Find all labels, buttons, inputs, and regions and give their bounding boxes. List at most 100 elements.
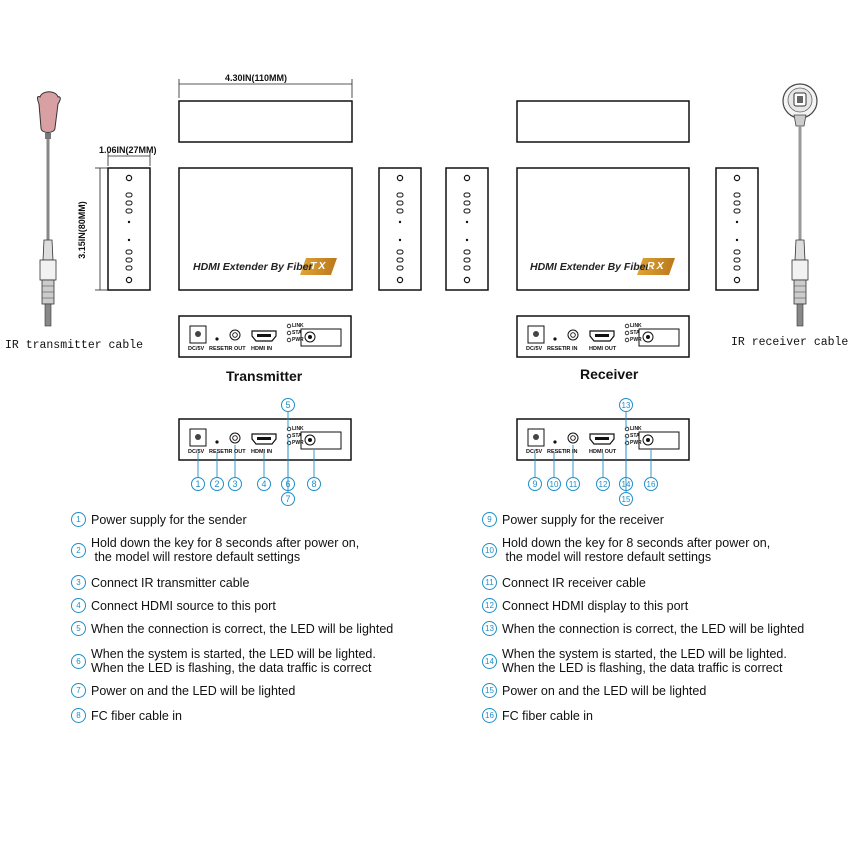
callout-9: 9 [528,477,542,491]
side-view [715,167,759,291]
svg-text:12: 12 [599,480,608,489]
depth-dimension [107,151,151,166]
tx-description-2: 2 Hold down the key for 8 seconds after p… [71,536,359,564]
description-number: 9 [482,512,497,528]
tx-detail-port-label: IR OUT [227,449,246,455]
tx-led-label: PWR [292,337,304,343]
rx-detail-port-label: HDMI OUT [589,449,617,455]
width-dimension-label: 4.30IN(110MM) [225,73,288,83]
ir-transmitter-cable-drawing [36,91,61,327]
svg-text:2: 2 [214,479,219,489]
callout-1: 1 [191,477,205,491]
description-number: 10 [482,542,497,558]
side-views [107,167,759,291]
svg-text:13: 13 [622,401,631,410]
callout-12: 12 [596,477,610,491]
tx-description-3: 3 Connect IR transmitter cable [71,575,250,591]
description-number: 13 [482,621,497,637]
svg-text:11: 11 [569,480,578,489]
description-text: Hold down the key for 8 seconds after po… [502,536,771,564]
description-number: 5 [71,621,86,637]
transmitter-title: Transmitter [226,368,303,384]
description-number: 6 [71,653,86,669]
callout-5: 5 [281,398,295,412]
ir-receiver-cable-label: IR receiver cable [731,336,848,349]
rx-port-label: RESET [547,346,566,352]
tx-description-7: 7 Power on and the LED will be lighted [71,683,296,699]
callout-3: 3 [228,477,242,491]
description-text: Connect HDMI display to this port [502,598,689,613]
height-dimension [95,167,108,291]
description-number: 2 [71,542,86,558]
rx-badge-shape [637,258,675,275]
callout-13: 13 [619,398,633,412]
rx-description-11: 11 Connect IR receiver cable [482,575,646,591]
side-view [107,167,151,291]
callout-2: 2 [210,477,224,491]
description-text: Power supply for the sender [91,512,247,527]
tx-detail-port-label: RESET [209,449,228,455]
svg-text:10: 10 [550,480,559,489]
description-number: 11 [482,575,497,591]
rx-port-label: DC/5V [526,346,543,352]
description-text: Connect IR receiver cable [502,575,646,590]
tx-rear-panel [178,315,352,358]
rx-detail-led-label: LINK [630,426,642,432]
callout-15: 15 [619,492,633,506]
tx-port-label: RESET [209,346,228,352]
rx-detail-port-label: IR IN [565,449,578,455]
svg-text:15: 15 [622,495,631,504]
description-text: Power supply for the receiver [502,512,664,527]
description-number: 7 [71,683,86,699]
description-text: Power on and the LED will be lighted [91,683,296,698]
description-text: When the connection is correct, the LED … [502,621,805,636]
height-dimension-label: 3.15IN(80MM) [77,201,87,259]
rx-port-label: HDMI OUT [589,346,617,352]
rx-top-view [516,100,690,143]
rx-detail-led-label: PWR [630,440,642,446]
description-number: 16 [482,708,497,724]
description-number: 12 [482,598,497,614]
ir-transmitter-cable-label: IR transmitter cable [5,339,144,352]
tx-led-label: LINK [292,323,304,329]
callout-7: 7 [281,492,295,506]
callout-16: 16 [644,477,658,491]
rx-led-label: STA [630,330,640,336]
svg-text:1: 1 [195,479,200,489]
rx-led-label: PWR [630,337,642,343]
tx-detail-rear-panel [178,418,352,461]
tx-badge-label: TX [310,260,328,272]
tx-detail-port-label: HDMI IN [251,449,273,455]
svg-text:3: 3 [232,479,237,489]
rx-led-label: LINK [630,323,642,329]
rx-badge-label: RX [647,260,666,272]
side-view [378,167,422,291]
description-text: Connect IR transmitter cable [91,575,250,590]
rx-description-10: 10 Hold down the key for 8 seconds after … [482,536,770,564]
tx-device-label: HDMI Extender By Fiber [193,261,313,273]
description-number: 1 [71,512,86,528]
rx-description-13: 13 When the connection is correct, the LE… [482,621,805,637]
description-number: 8 [71,708,86,724]
rx-port-label: IR IN [565,346,578,352]
tx-detail-led-label: LINK [292,426,304,432]
description-text: Hold down the key for 8 seconds after po… [91,536,360,564]
rx-detail-port-label: RESET [547,449,566,455]
description-text: Connect HDMI source to this port [91,598,276,613]
rx-rear-panel [516,315,690,358]
rx-detail-port-label: DC/5V [526,449,543,455]
tx-description-1: 1 Power supply for the sender [71,512,247,528]
description-text: When the system is started, the LED will… [91,647,376,675]
callout-8: 8 [307,477,321,491]
description-number: 3 [71,575,86,591]
tx-description-6: 6 When the system is started, the LED wil… [71,647,376,675]
